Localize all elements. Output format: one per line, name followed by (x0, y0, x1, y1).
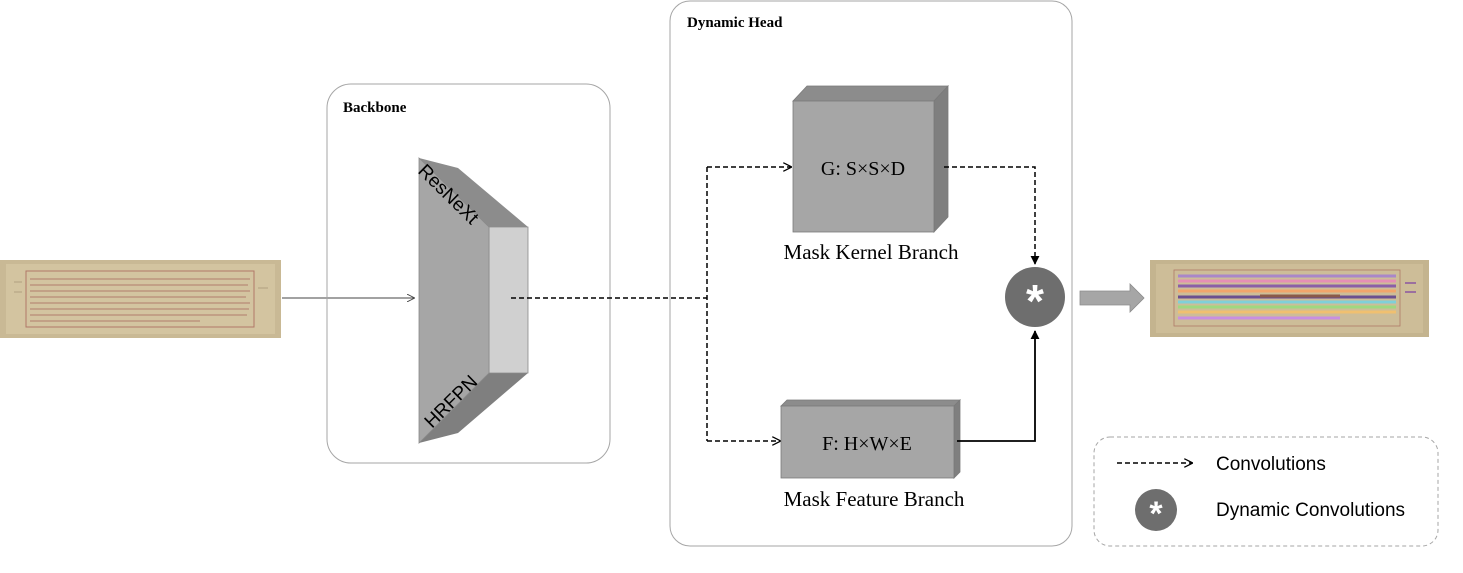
backbone-container (326, 83, 611, 464)
kernel-to-operator-arrow (944, 166, 1040, 265)
backbone-block (418, 157, 529, 444)
feature-dims-label: F: H×W×E (822, 433, 912, 455)
backbone-title: Backbone (343, 100, 407, 116)
kernel-branch-label: Mask Kernel Branch (784, 240, 959, 264)
legend-convolutions-label: Convolutions (1216, 454, 1326, 475)
input-manuscript-image (0, 260, 281, 338)
dynamic-convolution-operator (1005, 267, 1065, 327)
dynamic-head-container (669, 0, 1073, 547)
feature-to-operator-arrow (957, 330, 1040, 442)
dynamic-head-title: Dynamic Head (687, 15, 783, 31)
asterisk-circle-icon (1135, 489, 1177, 531)
legend-box (1093, 436, 1439, 547)
output-segmentation-image (1150, 260, 1429, 337)
operator-asterisk-icon: * (1026, 275, 1044, 327)
legend-asterisk-glyph: * (1149, 495, 1163, 533)
feature-branch-label: Mask Feature Branch (784, 487, 965, 511)
mask-feature-block (780, 399, 961, 479)
legend-dynamic-convolutions-label: Dynamic Convolutions (1216, 500, 1405, 521)
mask-kernel-cube (792, 84, 949, 234)
output-arrow-icon (1079, 283, 1145, 313)
kernel-dims-label: G: S×S×D (821, 158, 905, 180)
